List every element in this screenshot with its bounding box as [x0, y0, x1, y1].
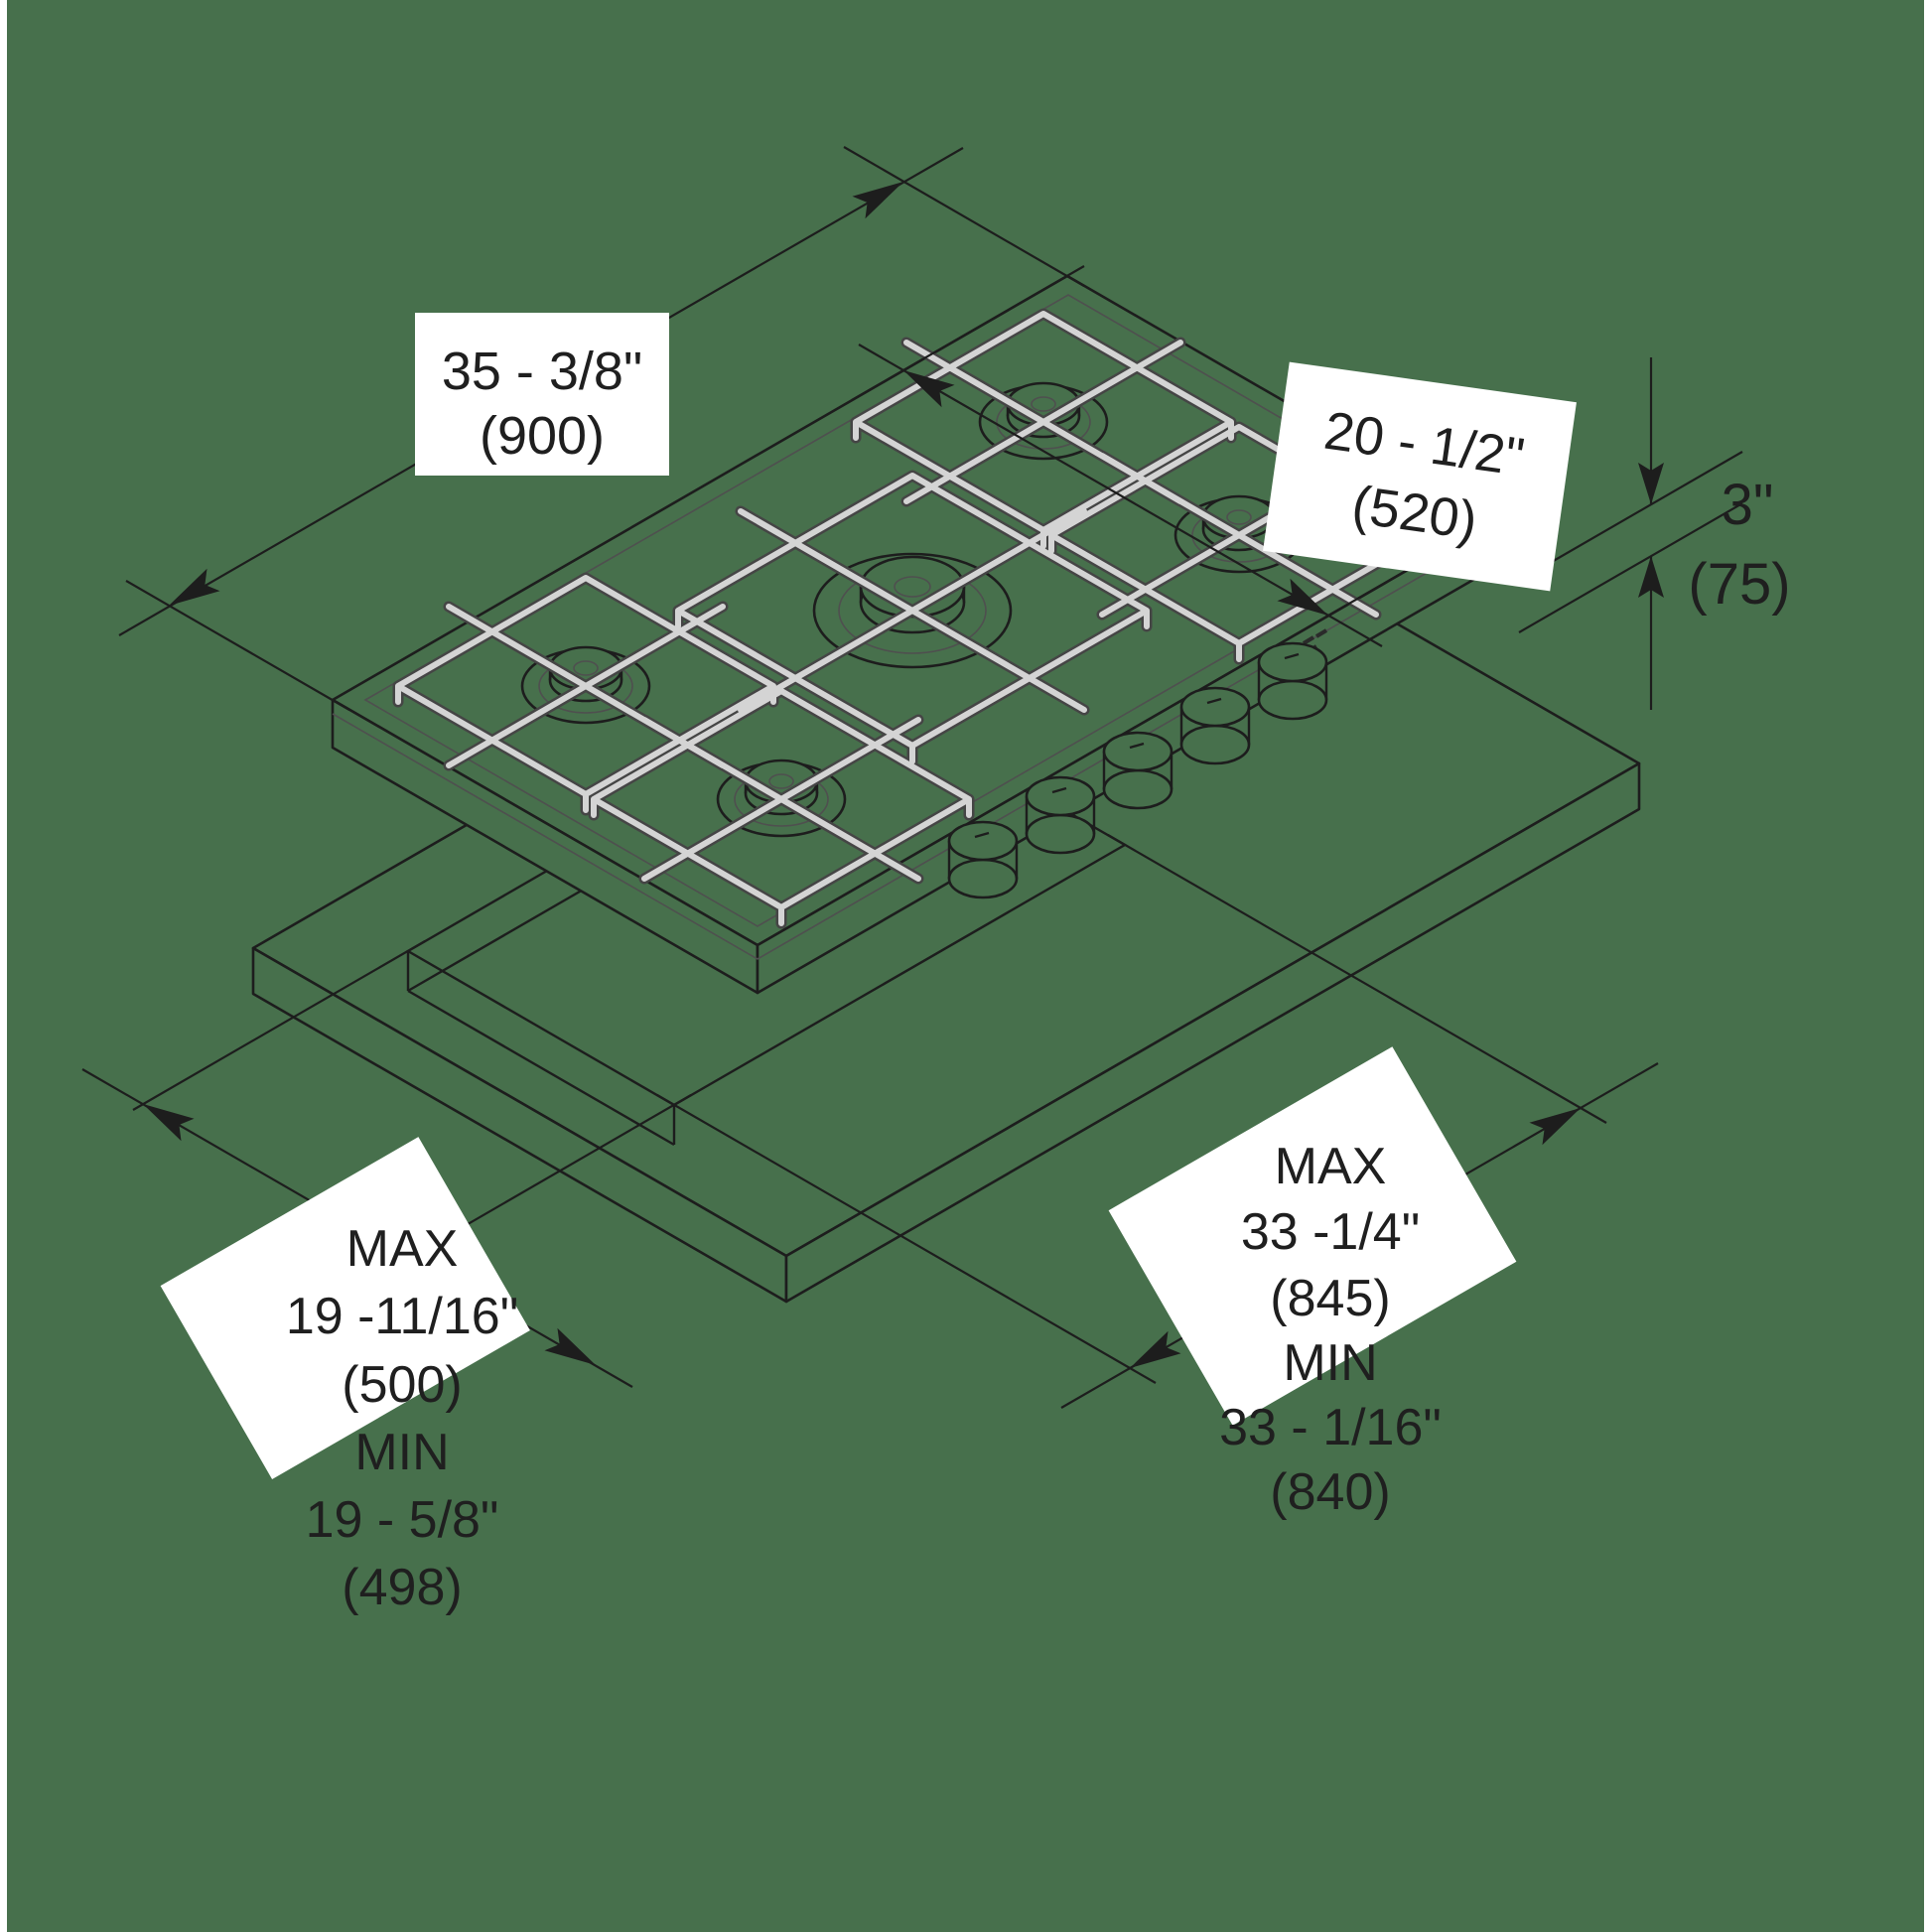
dimension-arrowhead — [143, 1104, 195, 1142]
knob — [1179, 686, 1251, 765]
dimension-arrowhead — [1130, 1330, 1181, 1368]
dimension-arrowhead — [1277, 578, 1328, 616]
label-box — [160, 1137, 530, 1479]
knob — [1025, 775, 1096, 855]
cutout-width-min-value: 33 - 1/16" — [1219, 1399, 1442, 1456]
knob — [1257, 641, 1328, 721]
cutout-depth-max: MAX — [346, 1220, 459, 1278]
cutout-width-min: MIN — [1283, 1334, 1377, 1392]
label-cooktop-height: 3" (75) — [1688, 473, 1790, 617]
extension-line — [843, 146, 1085, 287]
knob — [947, 820, 1019, 899]
extension-line — [125, 580, 350, 711]
cutout-depth-max-mm: (500) — [342, 1356, 462, 1414]
pan-support-grates — [392, 308, 1433, 929]
label-cutout-width: MAX 33 -1/4" (845) MIN 33 - 1/16" (840) — [1108, 1046, 1517, 1521]
label-box — [415, 313, 669, 476]
cutout-depth-max-value: 19 -11/16" — [286, 1288, 518, 1345]
extension-line — [1518, 451, 1743, 582]
cooktop-band-lip-line — [332, 534, 1493, 960]
dim-cooktop-height — [1518, 357, 1743, 710]
cooktop-width-mm: (900) — [480, 406, 605, 466]
cutout-depth-min-value: 19 - 5/8" — [306, 1491, 499, 1549]
cooktop-width-value: 35 - 3/8" — [442, 342, 642, 401]
dimension-arrowhead — [903, 370, 955, 408]
extension-line — [656, 1094, 1157, 1384]
cutout-width-min-mm: (840) — [1270, 1463, 1390, 1521]
label-box — [1263, 361, 1577, 592]
cutout-depth-min: MIN — [354, 1424, 449, 1481]
label-cooktop-width: 35 - 3/8" (900) — [415, 313, 669, 476]
cutout-depth-min-mm: (498) — [342, 1559, 462, 1616]
extension-line — [1107, 834, 1607, 1124]
extension-line — [851, 265, 1085, 401]
dimension-arrowhead — [544, 1327, 596, 1365]
cooktop-height-mm: (75) — [1688, 552, 1790, 617]
cooktop-height-value: 3" — [1722, 473, 1774, 537]
label-cutout-depth: MAX 19 -11/16" (500) MIN 19 - 5/8" (498) — [160, 1137, 530, 1616]
dimension-arrowhead — [1638, 556, 1664, 598]
cutout-width-max-mm: (845) — [1270, 1270, 1390, 1327]
countertop-right-face — [784, 761, 1641, 1304]
dimension-arrowhead — [1529, 1108, 1581, 1146]
cutout-width-max-value: 33 -1/4" — [1241, 1203, 1420, 1261]
label-box — [1108, 1046, 1517, 1426]
cutout-width-max: MAX — [1275, 1138, 1387, 1195]
knob — [1102, 731, 1173, 810]
extension-line — [1518, 502, 1743, 633]
cooktop — [331, 274, 1494, 995]
dimension-arrowhead — [852, 182, 903, 219]
dimension-arrowhead — [1638, 463, 1664, 504]
control-knobs — [947, 641, 1328, 899]
label-cooktop-depth: 20 - 1/2" (520) — [1263, 361, 1577, 592]
extension-line — [132, 940, 426, 1111]
dimension-arrowhead — [169, 568, 220, 606]
